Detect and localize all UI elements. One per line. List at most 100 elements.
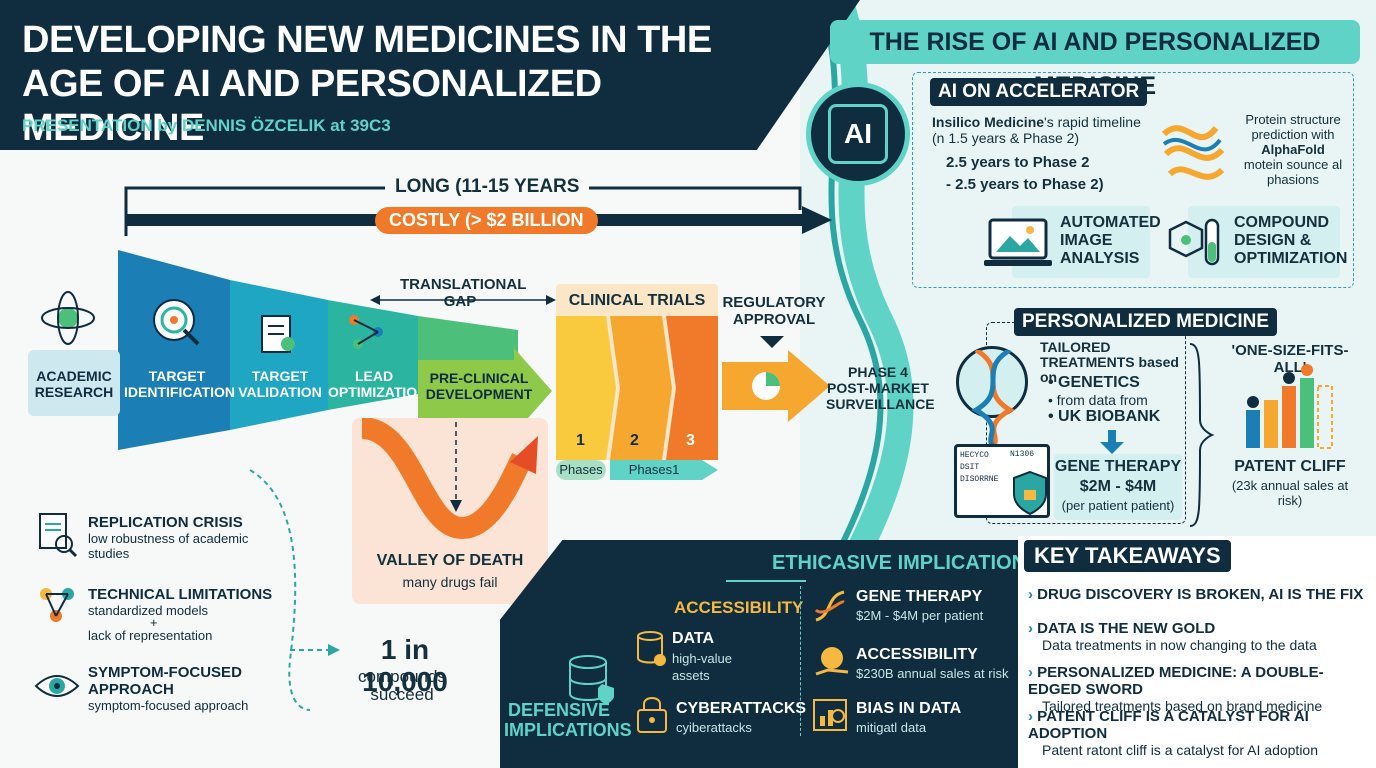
- odds-caption: compounds succeed: [358, 667, 446, 704]
- dashed-connector: [249, 469, 340, 711]
- eye-icon: [34, 675, 80, 697]
- issue-replication: REPLICATION CRISIS low robustness of aca…: [88, 514, 278, 561]
- takeaway-4: › PATENT CLIFF IS A CATALYST FOR AI ADOP…: [1028, 708, 1372, 758]
- odds-value: 1 in 10,000: [362, 634, 448, 697]
- takeaway-1-title: DRUG DISCOVERY IS BROKEN, AI IS THE FIX: [1037, 586, 1364, 603]
- bracket-icon: [1189, 343, 1215, 527]
- ethics-cyber-title: CYBERATTACKS: [676, 700, 807, 717]
- key-takeaways-panel: [1018, 536, 1376, 768]
- dollar-hand-icon: [815, 647, 849, 676]
- issue-replication-title: REPLICATION CRISIS: [88, 514, 243, 531]
- database-shield-icon: [569, 655, 614, 704]
- patent-cliff-title: PATENT CLIFF: [1234, 458, 1346, 475]
- valley-of-death-curve: [360, 418, 538, 540]
- academic-research-box: [28, 350, 120, 416]
- insilico-line-2: 2.5 years to Phase 2: [946, 154, 1090, 171]
- stage-target-validation: TARGET VALIDATION: [238, 368, 322, 400]
- stage-target-identification: TARGET IDENTIFICATION: [124, 368, 235, 400]
- padlock-icon: [637, 697, 667, 733]
- issue-technical-plus: +: [150, 615, 158, 630]
- molecule-icon: [349, 315, 383, 349]
- preclinical-arrow: [418, 348, 552, 434]
- ethics-column-divider: [800, 586, 801, 736]
- data-coins-icon: [637, 631, 666, 666]
- stage-preclinical: PRE-CLINICAL DEVELOPMENT: [425, 370, 533, 402]
- screen-line-4: N1306: [1010, 450, 1035, 459]
- dna-icon: [971, 350, 1015, 450]
- issue-symptom: SYMPTOM-FOCUSED APPROACH symptom-focused…: [88, 664, 288, 713]
- insilico-text: Insilico Medicine's rapid timeline (n 1.…: [932, 114, 1152, 146]
- atom-icon: [41, 291, 95, 345]
- clinical-phase-bars: [556, 316, 718, 460]
- gene-therapy-cost: $2M - $4M: [1079, 478, 1157, 495]
- ethics-data-text: high-value assets: [672, 651, 732, 683]
- screen-line-2: DSIT: [960, 463, 980, 472]
- page-title: DEVELOPING NEW MEDICINES IN THE AGE OF A…: [22, 19, 712, 149]
- ethics-data-title: DATA: [672, 630, 715, 647]
- ethics-accessibility-title: ACCESSIBILITY: [856, 646, 978, 663]
- protein-text-1: Protein structure prediction with: [1245, 112, 1341, 142]
- accessibility-heading: ACCESSIBILITY: [674, 598, 804, 617]
- phases-arrow: [610, 460, 718, 480]
- people-chart-icon: [1246, 364, 1333, 449]
- ai-badge-circle: [806, 82, 910, 186]
- translational-gap-arrow: [370, 295, 556, 305]
- gene-therapy-title: GENE THERAPY: [1054, 458, 1182, 475]
- ai-accelerator-heading: AI ON ACCELERATOR: [930, 78, 1148, 106]
- takeaway-4-text: Patent ratont cliff is a catalyst for AI…: [1042, 742, 1319, 758]
- gene-therapy-sub: (per patient patient): [1061, 498, 1175, 513]
- protein-structure-icon: [1161, 125, 1225, 180]
- genetics-text: GENETICS: [1058, 374, 1140, 391]
- network-icon: [40, 588, 74, 622]
- page-subtitle: PRESENTATION by DENNIS ÖZCELIK at 39C3: [22, 116, 391, 135]
- ai-accelerator-frame: [912, 72, 1354, 288]
- defensive-implications: DEFENSIVE IMPLICATIONS: [504, 700, 632, 740]
- feature-image-analysis-label: AUTOMATED IMAGE ANALYSIS: [1060, 214, 1161, 267]
- issue-technical: TECHNICAL LIMITATIONS standardized model…: [88, 586, 288, 643]
- ethics-accessibility-text: $230B annual sales at risk: [856, 666, 1009, 681]
- dna-small-icon: [814, 590, 845, 622]
- insilico-line-3: - 2.5 years to Phase 2): [946, 176, 1104, 193]
- tailored-treatments: TAILORED TREATMENTS based on: [1040, 339, 1179, 385]
- from-data-label: • from data from: [1048, 392, 1148, 408]
- gene-therapy-box: [1054, 454, 1182, 520]
- target-icon: [153, 299, 200, 346]
- ai-chip-icon: AI: [828, 104, 888, 164]
- feature-compound-design-label: COMPOUND DESIGN & OPTIMIZATION: [1234, 214, 1348, 267]
- approval-arrow: [722, 350, 830, 422]
- clipboard-icon: [261, 315, 295, 353]
- flask-molecule-icon: [1168, 218, 1220, 266]
- ai-section-title: THE RISE OF AI AND PERSONALIZED MEDICINE: [830, 20, 1360, 100]
- valley-of-death-title: VALLEY OF DEATH: [376, 552, 524, 569]
- title-panel: DEVELOPING NEW MEDICINES IN THE AGE OF A…: [0, 0, 860, 150]
- takeaway-3-text: Tailored treatments based on brand medic…: [1042, 698, 1323, 714]
- insilico-name: Insilico Medicine: [932, 114, 1045, 130]
- phases-label-1: Phases: [556, 460, 606, 480]
- issue-replication-text: low robustness of academic studies: [88, 531, 249, 561]
- phase-3-number: 3: [686, 432, 695, 449]
- ethics-cyber-text: cyiberattacks: [676, 720, 752, 735]
- ethics-gene-title: GENE THERAPY: [856, 588, 983, 605]
- phase-2-number: 2: [630, 432, 639, 449]
- issue-symptom-text: symptom-focused approach: [88, 698, 249, 713]
- takeaway-3-title: PERSONALIZED MEDICINE: A DOUBLE-EDGED SW…: [1028, 664, 1324, 698]
- phase4-label: PHASE 4 POST-MARKET SURVEILLANCE: [826, 364, 935, 412]
- bias-chart-icon: [813, 699, 847, 731]
- takeaway-2-title: DATA IS THE NEW GOLD: [1037, 620, 1216, 637]
- personalized-heading: PERSONALIZED MEDICINE: [1014, 308, 1278, 336]
- screen-line-1: HECYCO: [960, 451, 989, 460]
- insilico-detail: 's rapid timeline (n 1.5 years & Phase 2…: [932, 114, 1141, 146]
- ethics-divider: [726, 580, 806, 582]
- takeaway-4-title: PATENT CLIFF IS A CATALYST FOR AI ADOPTI…: [1028, 708, 1309, 742]
- regulatory-approval-label: REGULATORY APPROVAL: [722, 294, 826, 328]
- issue-technical-text: standardized models: [88, 603, 208, 618]
- timeline-costly-label: COSTLY (> $2 BILLION: [375, 207, 598, 234]
- translational-gap-label: TRANSLATIONAL GAP: [400, 276, 527, 310]
- stage-lead-optimization: LEAD OPTIMIZATION: [328, 368, 428, 400]
- genetics-label: • GENETICS: [1048, 374, 1140, 391]
- biobank-label: • UK BIOBANK: [1048, 408, 1161, 425]
- regulatory-pointer-icon: [760, 336, 784, 348]
